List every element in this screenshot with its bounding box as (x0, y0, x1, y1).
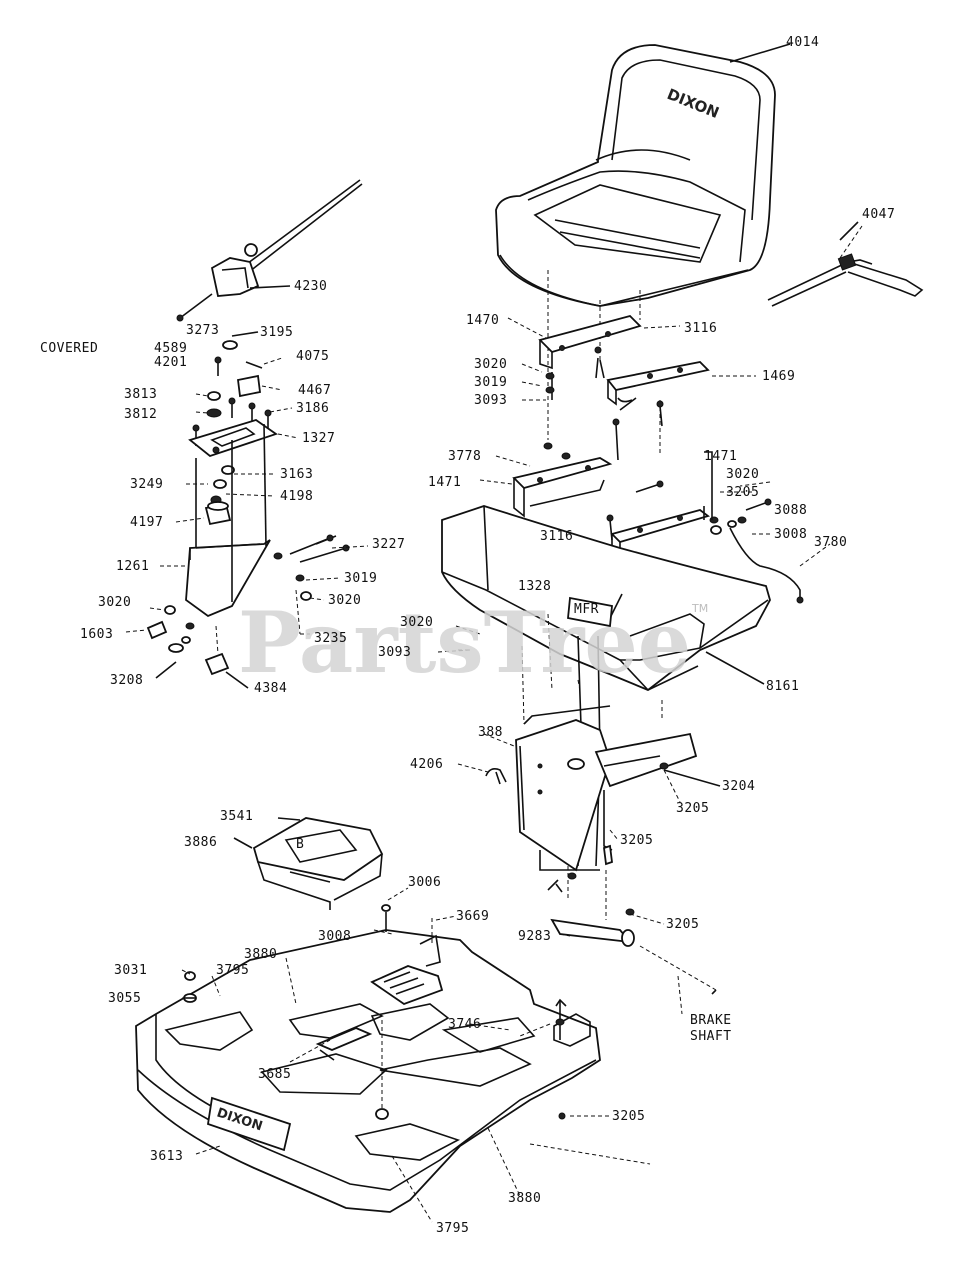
control-box-assembly (146, 340, 350, 676)
seat-bracket-assembly (512, 270, 804, 604)
label-3795-b: 3795 (436, 1221, 469, 1236)
label-1261: 1261 (116, 559, 149, 574)
label-3008-a: 3008 (774, 527, 807, 542)
label-3205-a: 3205 (726, 485, 759, 500)
label-3812: 3812 (124, 407, 157, 422)
label-4384: 4384 (254, 681, 287, 696)
watermark-tm: TM (691, 602, 708, 615)
part-4047-rod (767, 225, 924, 307)
label-3685: 3685 (258, 1067, 291, 1082)
label-3020-e: 3020 (400, 615, 433, 630)
label-3020-d: 3020 (726, 467, 759, 482)
label-4589: 4589 (154, 341, 187, 356)
label-3778: 3778 (448, 449, 481, 464)
label-3006: 3006 (408, 875, 441, 890)
frame-388 (485, 613, 698, 872)
svg-text:MFR: MFR (574, 602, 599, 617)
label-3541: 3541 (220, 809, 253, 824)
label-1470: 1470 (466, 313, 499, 328)
label-3780: 3780 (814, 535, 847, 550)
label-1471-a: 1471 (428, 475, 461, 490)
label-388: 388 (478, 725, 503, 740)
base-platform-3880: DIXON (135, 904, 601, 1213)
label-3613: 3613 (150, 1149, 183, 1164)
label-3204: 3204 (722, 779, 755, 794)
label-4230: 4230 (294, 279, 327, 294)
label-3208: 3208 (110, 673, 143, 688)
fender-8161: MFR (441, 505, 771, 692)
label-3880: 3880 (244, 947, 277, 962)
label-4014: 4014 (786, 35, 819, 50)
label-3163: 3163 (280, 467, 313, 482)
label-shaft: SHAFT (690, 1029, 732, 1044)
label-1603: 1603 (80, 627, 113, 642)
label-3880-b: 3880 (508, 1191, 541, 1206)
lever-4230 (176, 179, 363, 322)
label-3186: 3186 (296, 401, 329, 416)
label-3813: 3813 (124, 387, 157, 402)
label-3055: 3055 (108, 991, 141, 1006)
label-4467: 4467 (298, 383, 331, 398)
label-3195: 3195 (260, 325, 293, 340)
label-4047: 4047 (862, 207, 895, 222)
label-4206: 4206 (410, 757, 443, 772)
label-3249: 3249 (130, 477, 163, 492)
label-9283: 9283 (518, 929, 551, 944)
label-3205-c: 3205 (620, 833, 653, 848)
label-8161: 8161 (766, 679, 799, 694)
label-3031: 3031 (114, 963, 147, 978)
label-3116-a: 3116 (684, 321, 717, 336)
label-4197: 4197 (130, 515, 163, 530)
watermark: PartsTree TM (238, 593, 708, 692)
label-3116-b: 3116 (540, 529, 573, 544)
label-1327: 1327 (302, 431, 335, 446)
seat-4014: DIXON (495, 44, 776, 307)
label-covered: COVERED (40, 341, 98, 356)
label-3019-b: 3019 (474, 375, 507, 390)
label-3205-e: 3205 (612, 1109, 645, 1124)
label-1469: 1469 (762, 369, 795, 384)
label-3669: 3669 (456, 909, 489, 924)
label-brake: BRAKE (690, 1013, 732, 1028)
label-3273: 3273 (186, 323, 219, 338)
label-3205-d: 3205 (666, 917, 699, 932)
svg-text:B: B (296, 837, 304, 852)
label-3020-b: 3020 (328, 593, 361, 608)
label-3235: 3235 (314, 631, 347, 646)
label-3088: 3088 (774, 503, 807, 518)
label-4075: 4075 (296, 349, 329, 364)
label-3019: 3019 (344, 571, 377, 586)
label-3020-c: 3020 (474, 357, 507, 372)
label-3886: 3886 (184, 835, 217, 850)
label-1471-b: 1471 (704, 449, 737, 464)
label-3020-a: 3020 (98, 595, 131, 610)
label-3093-b: 3093 (378, 645, 411, 660)
label-3008-b: 3008 (318, 929, 351, 944)
label-3746: 3746 (448, 1017, 481, 1032)
label-3205-b: 3205 (676, 801, 709, 816)
label-3093-a: 3093 (474, 393, 507, 408)
label-3227: 3227 (372, 537, 405, 552)
leader-lines (125, 43, 859, 1223)
label-3795-a: 3795 (216, 963, 249, 978)
label-4198: 4198 (280, 489, 313, 504)
label-1328: 1328 (518, 579, 551, 594)
watermark-text: PartsTree (238, 593, 691, 692)
axle-9283 (547, 866, 717, 1015)
footrest-3886: B (252, 817, 384, 910)
label-4201: 4201 (154, 355, 187, 370)
part-labels: 4014 4047 4230 3273 3195 COVERED 4589 42… (40, 35, 895, 1236)
